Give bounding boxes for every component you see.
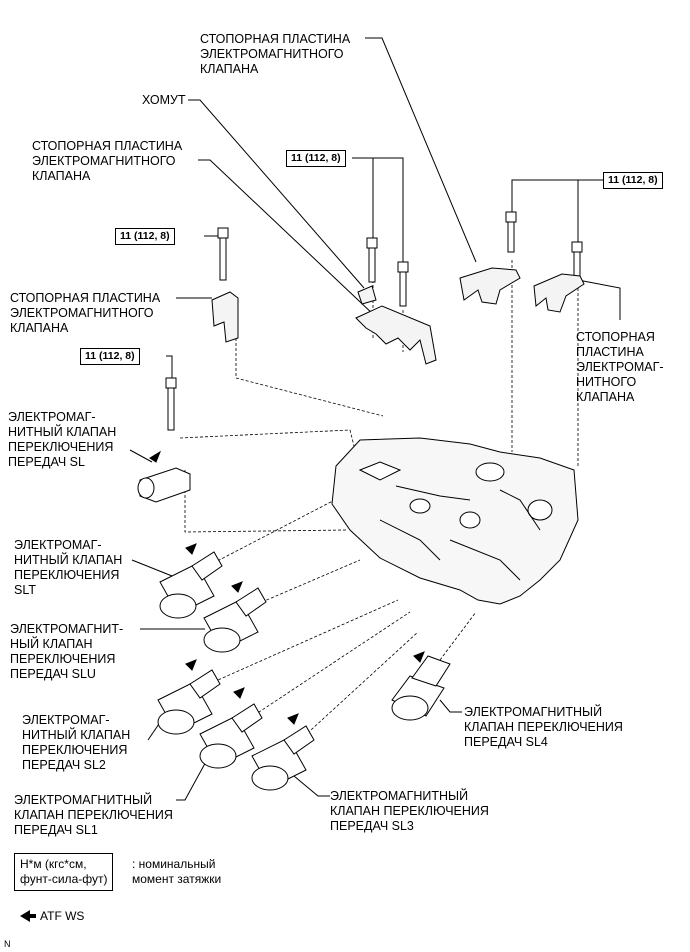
label-plate-top: СТОПОРНАЯ ПЛАСТИНА ЭЛЕКТРОМАГНИТНОГО КЛА… [200, 32, 351, 76]
plate-left-shape [211, 291, 239, 343]
plate-right-shape [533, 273, 585, 313]
bolt-right-1 [505, 211, 517, 253]
clamp-shape [357, 285, 377, 305]
leader-valve-sl1 [176, 757, 209, 801]
label-valve-sl: ЭЛЕКТРОМАГ- НИТНЫЙ КЛАПАН ПЕРЕКЛЮЧЕНИЯ П… [8, 410, 117, 469]
legend-unit-desc: : номинальный момент затяжки [132, 857, 222, 886]
leader-valve-slt [131, 559, 173, 577]
legend-atf-label: ATF WS [40, 909, 85, 923]
legend-unit-box: Н*м (кгс*см, фунт-сила-фут) [14, 853, 114, 891]
leader-torque-left [166, 355, 173, 380]
leader-torque-top [352, 157, 404, 262]
solenoid-sl3-shape [251, 713, 315, 791]
torque-box-top-center: 11 (112, 8) [286, 150, 346, 167]
bolt-center-2 [397, 261, 409, 307]
label-plate-upper-left: СТОПОРНАЯ ПЛАСТИНА ЭЛЕКТРОМАГНИТНОГО КЛА… [32, 139, 183, 183]
valve-body [331, 437, 579, 605]
bolt-left [165, 377, 177, 431]
leader-plate-top [365, 37, 477, 263]
label-valve-slt: ЭЛЕКТРОМАГ- НИТНЫЙ КЛАПАН ПЕРЕКЛЮЧЕНИЯ S… [14, 538, 123, 597]
label-valve-sl2: ЭЛЕКТРОМАГ- НИТНЫЙ КЛАПАН ПЕРЕКЛЮЧЕНИЯ П… [22, 713, 131, 772]
label-valve-sl4: ЭЛЕКТРОМАГНИТНЫЙ КЛАПАН ПЕРЕКЛЮЧЕНИЯ ПЕР… [464, 705, 623, 749]
solenoid-sl4-shape [391, 651, 451, 721]
label-plate-left: СТОПОРНАЯ ПЛАСТИНА ЭЛЕКТРОМАГНИТНОГО КЛА… [10, 291, 161, 335]
solenoid-slt-shape [159, 543, 223, 619]
label-valve-slu: ЭЛЕКТРОМАГНИТ- НЫЙ КЛАПАН ПЕРЕКЛЮЧЕНИЯ П… [10, 622, 124, 681]
leader-plate-right [577, 279, 621, 320]
bolt-center-1 [366, 237, 378, 283]
torque-box-left: 11 (112, 8) [80, 348, 140, 365]
bolt-right-2 [571, 241, 583, 279]
solenoid-slu-shape [203, 581, 267, 653]
torque-box-upper-left: 11 (112, 8) [115, 228, 175, 245]
torque-box-top-right: 11 (112, 8) [603, 172, 663, 189]
bolt-upper-left [217, 227, 229, 281]
label-valve-sl3: ЭЛЕКТРОМАГНИТНЫЙ КЛАПАН ПЕРЕКЛЮЧЕНИЯ ПЕР… [330, 789, 489, 833]
label-valve-sl1: ЭЛЕКТРОМАГНИТНЫЙ КЛАПАН ПЕРЕКЛЮЧЕНИЯ ПЕР… [14, 793, 173, 837]
atf-arrow-icon [20, 910, 36, 922]
solenoid-sl2-shape [157, 659, 221, 735]
plate-top-shape [459, 267, 521, 305]
leader-valve-sl3 [293, 775, 330, 797]
label-clamp: ХОМУТ [142, 93, 186, 107]
leader-clamp [188, 99, 365, 289]
corner-mark: N [4, 939, 11, 949]
solenoid-sl1-shape [199, 687, 263, 769]
label-plate-right: СТОПОРНАЯ ПЛАСТИНА ЭЛЕКТРОМАГ- НИТНОГО К… [576, 330, 664, 404]
leader-torque-right [511, 179, 603, 244]
leader-valve-sl [129, 449, 153, 463]
leader-plate-upper-left [198, 159, 376, 317]
plate-upper-left-shape [355, 305, 437, 365]
valve-sl-shape [137, 450, 191, 503]
leader-valve-sl4 [439, 699, 462, 713]
